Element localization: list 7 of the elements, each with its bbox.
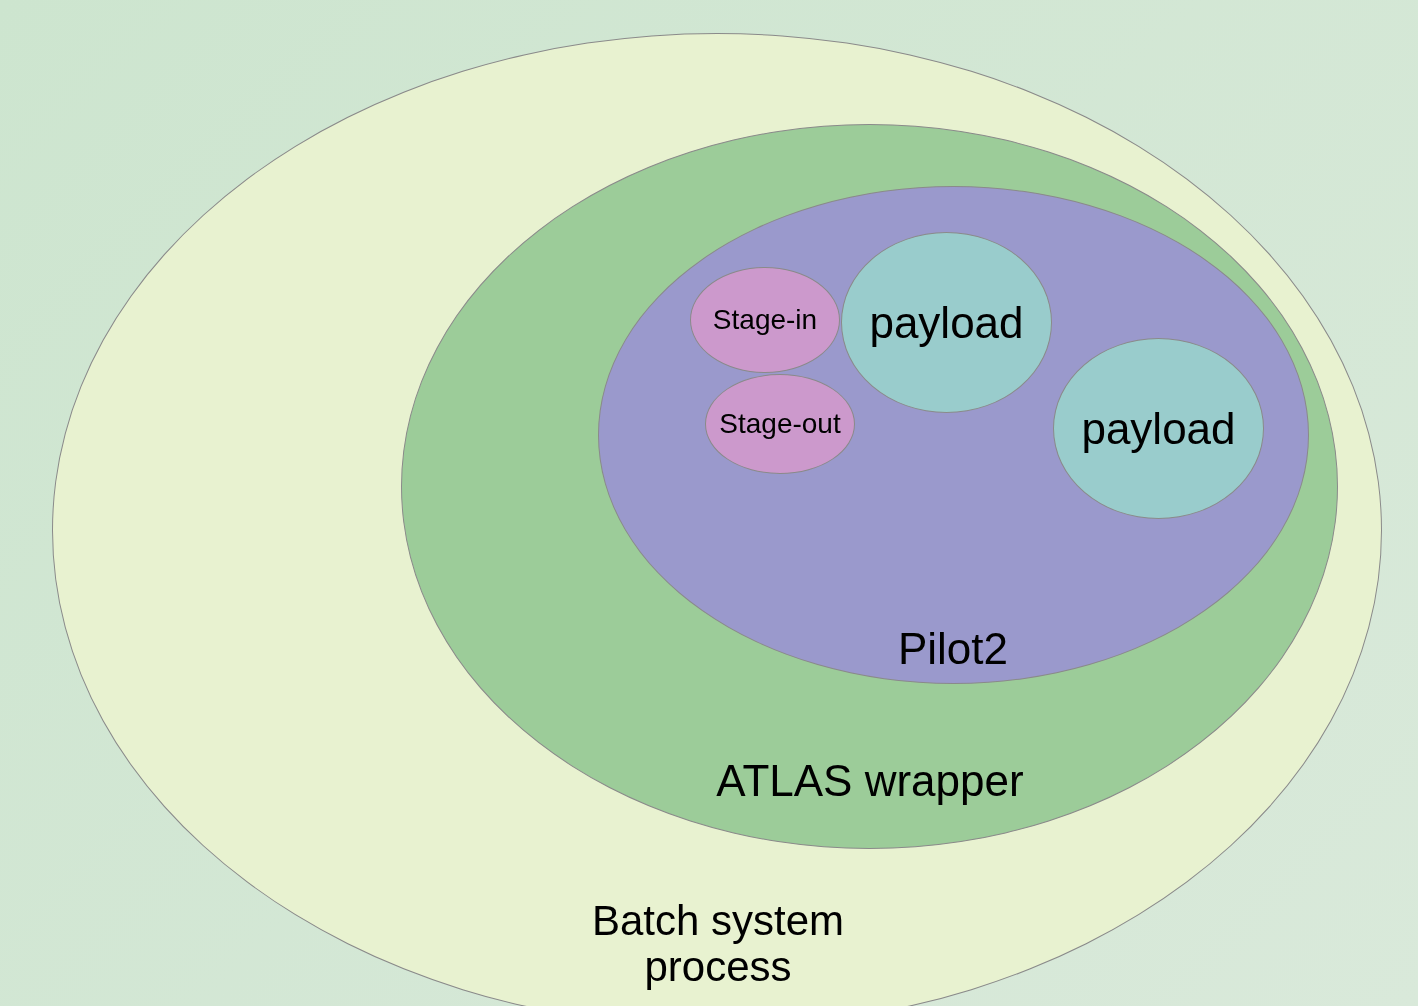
node-label: Stage-out	[719, 408, 841, 440]
region-label: ATLAS wrapper	[715, 757, 1025, 806]
node-label: payload	[869, 298, 1024, 347]
node-label: payload	[1081, 404, 1236, 453]
node-label: Stage-in	[712, 304, 818, 336]
region-label: Pilot2	[896, 625, 1010, 674]
region-label: Batch system process	[590, 898, 846, 991]
